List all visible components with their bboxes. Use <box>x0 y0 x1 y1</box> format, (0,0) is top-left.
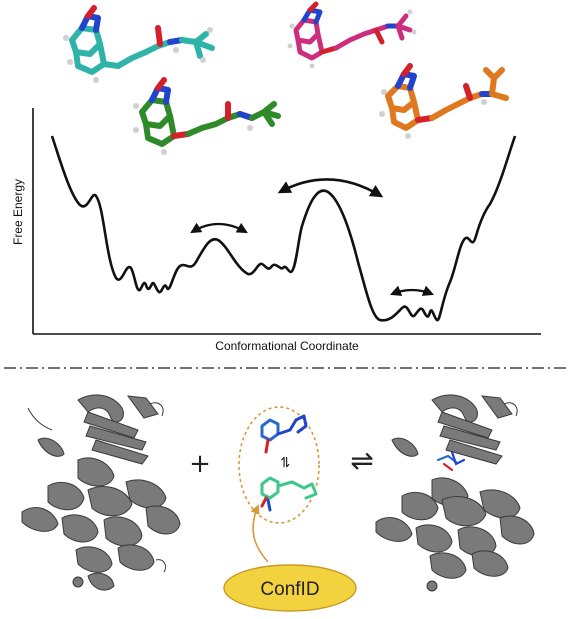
energy-plot: Free Energy Conformational Coordinate <box>11 108 541 353</box>
confid-label: ConfID <box>260 579 319 600</box>
plus-symbol: + <box>189 449 211 479</box>
inner-equilibrium-symbol: ⇌ <box>277 456 293 468</box>
double-headed-arrow-icon <box>190 222 248 234</box>
x-axis-label: Conformational Coordinate <box>215 339 359 353</box>
protein-ribbon-icon <box>21 394 181 591</box>
molecule-magenta <box>287 1 417 69</box>
confid-pointer-arrow <box>250 504 269 563</box>
molecule-green <box>133 77 281 155</box>
confid-badge: ConfID <box>223 564 357 612</box>
conformer-ensemble-outline <box>238 406 320 524</box>
free-energy-curve <box>50 135 517 322</box>
equilibrium-arrows-icon: ⇌ <box>350 444 373 477</box>
double-headed-arrow-icon <box>389 285 435 296</box>
y-axis-label: Free Energy <box>11 179 25 245</box>
double-headed-arrow-icon <box>277 178 384 198</box>
molecule-orange <box>379 63 509 139</box>
bound-ligand <box>436 450 466 472</box>
protein-ribbon-icon <box>375 394 535 592</box>
ligand-conformer-cloud: ⇌ <box>238 406 320 524</box>
molecule-teal <box>63 5 215 83</box>
